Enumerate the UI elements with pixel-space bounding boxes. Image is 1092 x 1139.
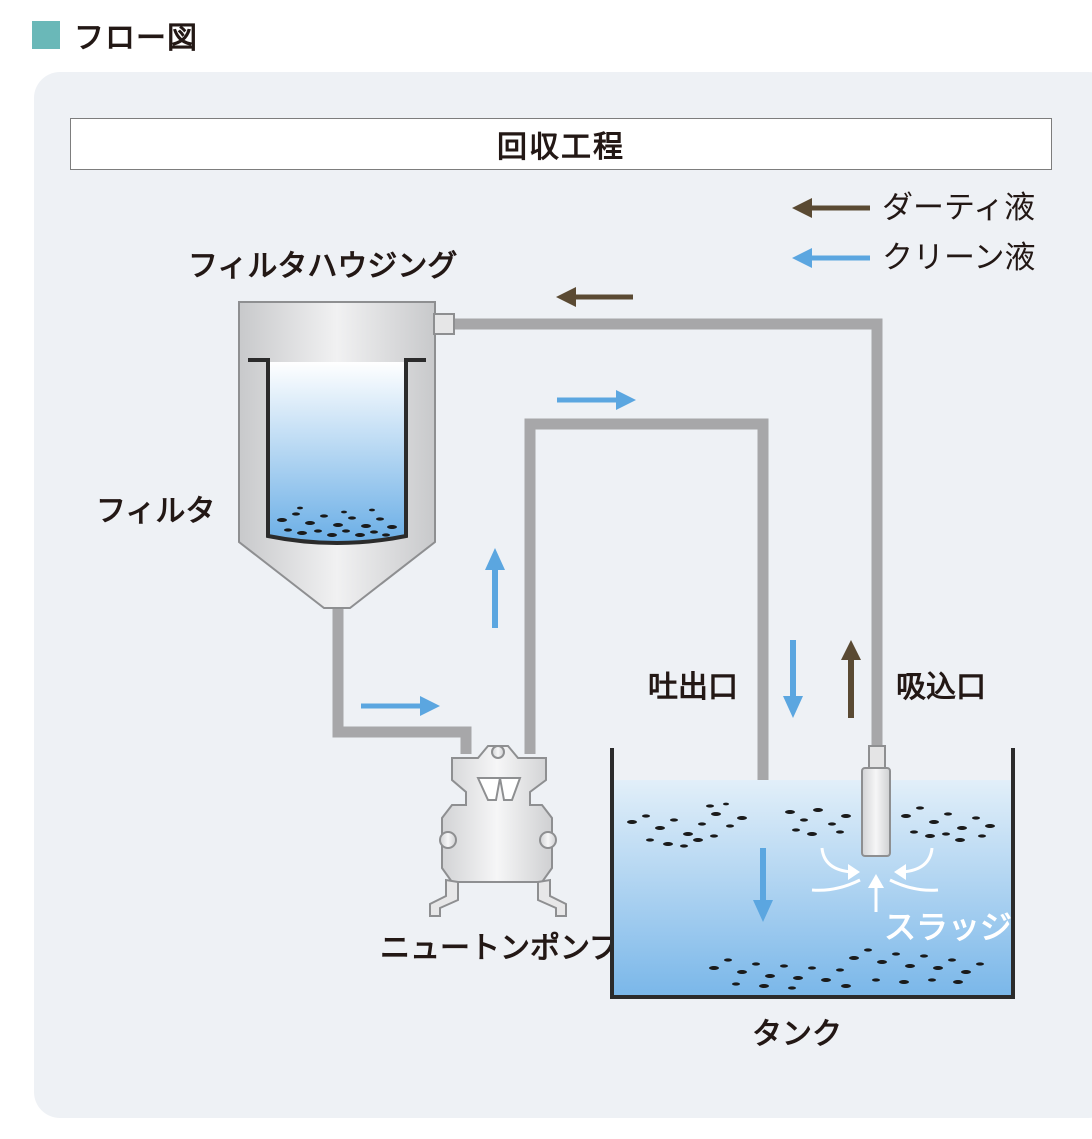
discharge-port-label: 吐出口 — [648, 670, 738, 705]
return-pipe — [442, 318, 883, 748]
process-title: 回収工程 — [497, 130, 625, 165]
suction-flow-icon — [811, 847, 939, 912]
legend-dirty-arrow-icon — [792, 198, 870, 218]
tank-label: タンク — [752, 1017, 842, 1052]
clean-arrow-right-icon — [361, 696, 440, 716]
filter-bag — [248, 358, 426, 545]
pump — [429, 745, 567, 917]
filter-housing-label: フィルタハウジング — [188, 249, 457, 284]
dirty-arrow-up-icon — [841, 640, 861, 718]
heading-square-icon — [32, 21, 60, 49]
process-title-box: 回収工程 — [70, 118, 1052, 170]
filter-label: フィルタ — [96, 494, 215, 529]
filter-housing — [238, 301, 455, 609]
section-heading: フロー図 — [32, 18, 198, 56]
housing-port — [433, 313, 455, 335]
legend-clean-arrow-icon — [792, 248, 870, 268]
pipes — [332, 318, 883, 834]
filter-outlet-pipe — [332, 606, 472, 754]
legend: ダーティ液 クリーン液 — [792, 190, 1035, 276]
tank — [610, 745, 1015, 999]
clean-arrow-down-icon — [783, 640, 803, 718]
section-title: フロー図 — [74, 21, 198, 56]
suction-port-label: 吸込口 — [896, 670, 986, 705]
suction-nozzle — [861, 745, 891, 857]
discharge-pipe — [524, 418, 769, 834]
clean-arrow-up-icon — [485, 548, 505, 628]
flow-arrows — [361, 287, 861, 718]
legend-clean-label: クリーン液 — [882, 240, 1035, 276]
filter-sludge — [277, 506, 397, 537]
clean-arrow-top-icon — [557, 390, 636, 410]
tank-discharge-arrow-icon — [753, 848, 773, 922]
sludge-label: スラッジ — [884, 908, 1012, 946]
legend-dirty-label: ダーティ液 — [882, 190, 1035, 226]
pump-label: ニュートンポンプ — [380, 931, 620, 966]
dirty-arrow-top-icon — [556, 287, 633, 307]
tank-sludge — [627, 802, 995, 990]
